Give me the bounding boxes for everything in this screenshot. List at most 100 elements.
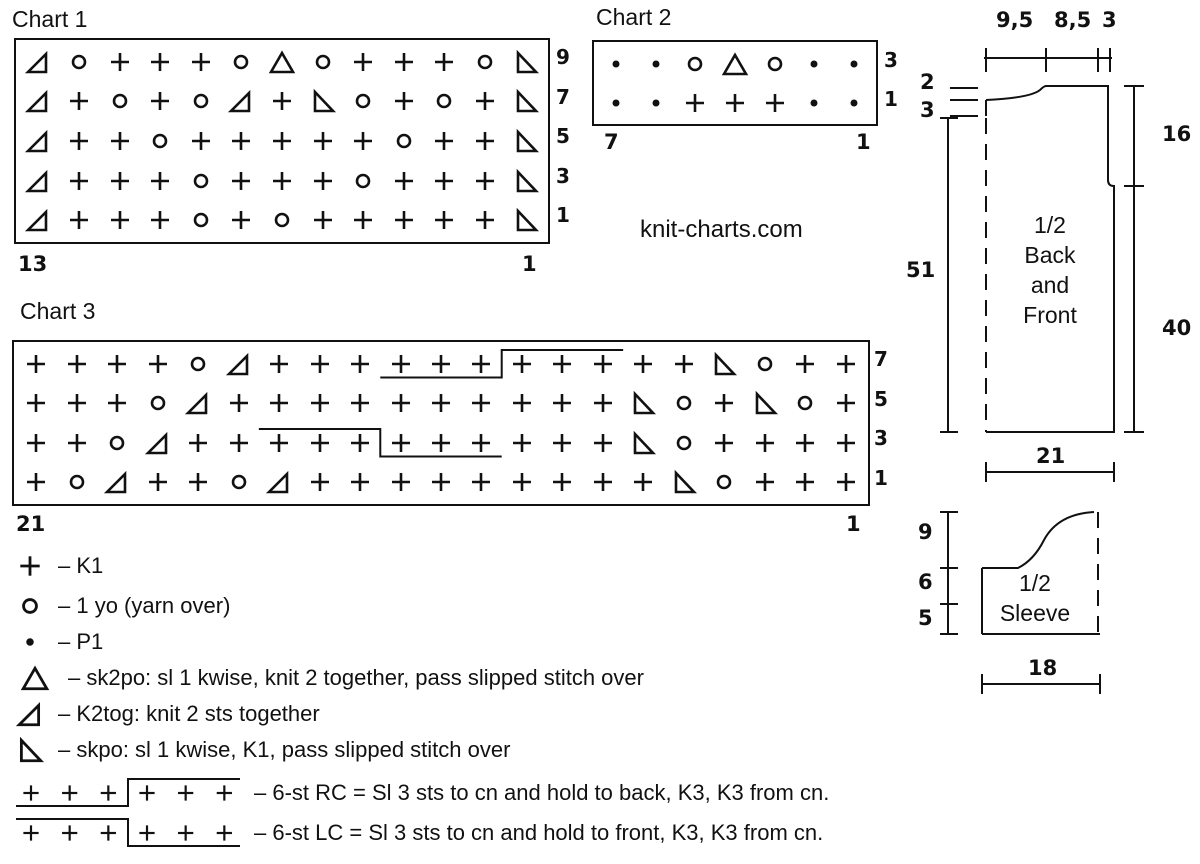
chart3-stitch-k [380,463,420,503]
chart2-title: Chart 2 [596,4,672,30]
chart3-stitch-skpo [745,384,785,424]
chart3-stitch-k [502,384,542,424]
chart1-stitch-k [180,121,221,161]
chart2-stitch-yo [755,44,795,83]
chart3-stitch-yo [218,463,258,503]
chart3-stitch-k [97,384,137,424]
chart1-stitch-skpo [505,82,546,122]
chart3-stitch-k2tog [97,463,137,503]
chart3-stitch-k [16,423,56,463]
chart1-stitch-k [59,200,100,240]
chart3-stitch-lc [380,423,420,463]
chart3-right-label: 1 [846,512,861,536]
chart1-row-number: 3 [556,163,570,188]
chart2-stitch-k [675,83,715,122]
chart3-stitch-k [826,344,866,384]
body-top-dim-1: 9,5 [996,8,1034,32]
chart3-stitch-yo [745,344,785,384]
chart3-stitch-k2tog [137,423,177,463]
chart3-stitch-k [461,384,501,424]
chart1-stitch-k [140,161,181,201]
chart1-stitch-k [465,82,506,122]
chart2-stitch-k [755,83,795,122]
body-top-dim-3: 3 [1102,8,1117,32]
chart1-stitch-k [99,161,140,201]
chart1-stitch-k [343,121,384,161]
chart3-stitch-k [826,423,866,463]
sleeve-label-line1: 1/2 [1019,570,1051,596]
sleeve-cap-dim: 9 [918,520,933,544]
chart2-stitch-p [795,44,835,83]
legend-symbol-yo-icon [8,592,52,620]
chart2-left-label: 7 [604,130,619,154]
watermark: knit-charts.com [640,216,803,243]
chart3-stitch-k [16,463,56,503]
chart3-stitch-k [299,344,339,384]
chart1-left-label: 13 [18,252,48,276]
chart1-stitch-k2tog [18,121,59,161]
sleeve-cuff-dim: 5 [918,606,933,630]
chart3-stitch-k [826,463,866,503]
chart1-stitch-yo [180,161,221,201]
chart3-stitch-yo [664,423,704,463]
chart2-stitch-sk2po [715,44,755,83]
chart1-cells [18,42,546,240]
chart1-stitch-k [59,82,100,122]
chart3-cells [16,344,866,502]
chart1-stitch-yo [384,121,425,161]
legend-symbol-k2tog-icon [8,700,52,728]
chart3-stitch-k [56,384,96,424]
chart3-stitch-k [785,463,825,503]
chart3-stitch-lc [299,423,339,463]
chart1-stitch-yo [424,82,465,122]
chart3-stitch-k [178,423,218,463]
legend-item-lc: – 6-st LC = Sl 3 sts to cn and hold to f… [8,816,823,850]
chart3-stitch-k [340,384,380,424]
chart1-stitch-k [424,121,465,161]
body-width-dim: 21 [1036,444,1066,468]
body-label-line4: Front [1023,302,1077,328]
chart3-stitch-k [664,344,704,384]
legend-item-p: – P1 [8,628,103,656]
chart2-stitch-p [596,44,636,83]
chart3-stitch-yo [785,384,825,424]
chart1-stitch-k [99,42,140,82]
chart3-title: Chart 3 [20,298,96,324]
chart3-stitch-k [785,423,825,463]
chart3-stitch-rc [461,344,501,384]
chart1-stitch-k [262,82,303,122]
legend-symbol-lc-icon [8,816,248,850]
chart1-stitch-k [465,121,506,161]
chart3-stitch-k [16,344,56,384]
legend-item-skpo: – skpo: sl 1 kwise, K1, pass slipped sti… [8,736,510,764]
chart1-right-label: 1 [522,252,537,276]
chart3-stitch-rc [421,344,461,384]
chart2-row-number: 3 [884,48,898,72]
chart3-stitch-skpo [623,384,663,424]
chart1-stitch-k [384,200,425,240]
chart1-stitch-k [140,200,181,240]
chart1-stitch-k [384,42,425,82]
legend-text: – 6-st LC = Sl 3 sts to cn and hold to f… [254,820,824,845]
chart1-stitch-k2tog [18,161,59,201]
chart3-stitch-k [340,463,380,503]
legend-text: – skpo: sl 1 kwise, K1, pass slipped sti… [58,737,511,762]
chart3-stitch-k [421,463,461,503]
chart3-stitch-k [502,463,542,503]
chart3-grid [12,340,870,506]
sleeve-width-dim: 18 [1028,656,1058,680]
chart1-stitch-yo [59,42,100,82]
chart3-stitch-k [259,384,299,424]
chart1-row-number: 5 [556,124,570,149]
cable-lines [258,349,624,458]
chart1-stitch-yo [140,121,181,161]
chart1-row-number: 9 [556,45,570,69]
body-label: 1/2 Back and Front [1008,210,1092,330]
chart3-stitch-k [745,463,785,503]
chart3-stitch-yo [178,344,218,384]
chart3-stitch-k [56,344,96,384]
chart3-stitch-k [502,423,542,463]
legend-text: – K1 [58,553,104,578]
legend-text: – sk2po: sl 1 kwise, knit 2 together, pa… [68,665,644,690]
